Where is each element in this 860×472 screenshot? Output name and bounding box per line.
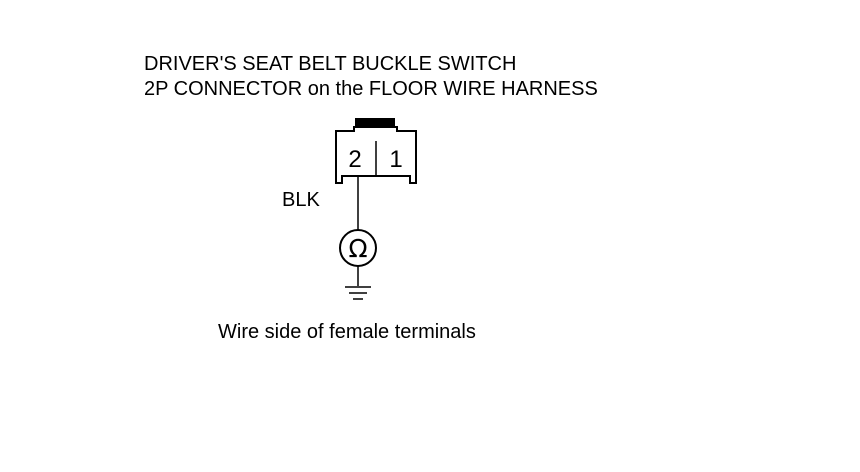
title-line-2: 2P CONNECTOR on the FLOOR WIRE HARNESS [144,78,598,100]
ohm-symbol: Ω [348,234,367,263]
view-caption: Wire side of female terminals [218,321,476,343]
title-line-1: DRIVER'S SEAT BELT BUCKLE SWITCH [144,53,517,75]
pin-label-2: 2 [348,146,361,173]
ground-icon [345,286,371,300]
diagram-title: DRIVER'S SEAT BELT BUCKLE SWITCH 2P CONN… [144,52,598,102]
ohmmeter-icon: Ω [339,229,377,267]
connector-lock-tab [355,118,395,127]
wire-color-label: BLK [282,189,320,211]
connector-housing [335,126,417,184]
pin-label-1: 1 [389,146,402,173]
connector-icon [335,118,417,184]
